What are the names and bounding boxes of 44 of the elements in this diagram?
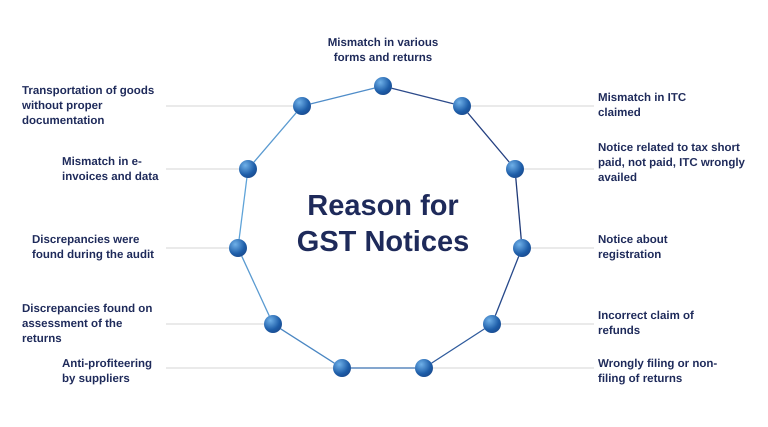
reason-label: Discrepancies were found during the audit	[32, 233, 162, 263]
ring-line	[431, 328, 485, 364]
circle-marker	[415, 359, 433, 377]
leader-line	[433, 367, 594, 369]
leader-line	[524, 168, 594, 170]
ring-line	[392, 88, 454, 104]
ring-line	[241, 256, 270, 316]
leader-line	[166, 247, 229, 249]
circle-marker	[506, 160, 524, 178]
leader-line	[166, 168, 239, 170]
ring-line	[253, 112, 297, 163]
circle-marker	[293, 97, 311, 115]
reason-label: Anti-profiteering by suppliers	[62, 357, 162, 387]
leader-line	[166, 105, 293, 107]
ring-line	[467, 112, 510, 163]
reason-label: Mismatch in e-invoices and data	[62, 155, 162, 185]
circle-marker	[264, 315, 282, 333]
circle-marker	[229, 239, 247, 257]
leader-line	[166, 323, 264, 325]
leader-line	[471, 105, 594, 107]
leader-line	[501, 323, 594, 325]
diagram-title: Reason for GST Notices	[296, 189, 470, 260]
ring-line	[238, 178, 248, 240]
ring-line	[494, 256, 520, 316]
circle-marker	[333, 359, 351, 377]
circle-marker	[374, 77, 392, 95]
leader-line	[166, 367, 333, 369]
reason-label: Discrepancies found on assessment of the returns	[22, 302, 162, 346]
circle-marker	[483, 315, 501, 333]
reason-label: Wrongly filing or non-filing of returns	[598, 357, 718, 387]
ring-line	[351, 367, 415, 369]
ring-line	[515, 178, 522, 240]
reason-label: Incorrect claim of refunds	[598, 309, 698, 339]
reason-label: Mismatch in ITC claimed	[598, 91, 688, 121]
reason-label: Notice related to tax short paid, not paid, ITC wrongly availed	[598, 140, 758, 186]
circle-marker	[513, 239, 531, 257]
reason-label: Transportation of goods without proper documentation	[22, 84, 162, 128]
leader-line	[531, 247, 594, 249]
circle-marker	[453, 97, 471, 115]
circle-marker	[239, 160, 257, 178]
reason-label: Notice about registration	[598, 233, 688, 263]
ring-line	[280, 328, 335, 364]
ring-line	[310, 88, 374, 104]
reason-label: Mismatch in various forms and returns	[313, 36, 453, 66]
